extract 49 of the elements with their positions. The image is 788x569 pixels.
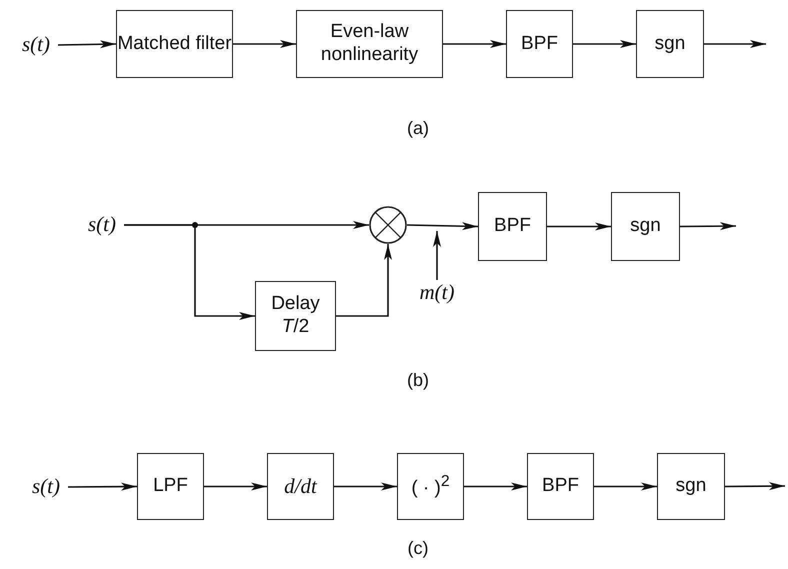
block-label: BPF xyxy=(494,215,531,238)
block-label: Matched filter xyxy=(117,32,232,56)
block-box xyxy=(657,453,725,520)
block-label: sgn xyxy=(630,215,661,238)
block-box xyxy=(137,453,204,520)
multiplier-circle xyxy=(369,206,407,244)
arrow xyxy=(233,40,296,48)
block-box xyxy=(611,192,680,261)
arrow xyxy=(58,40,116,48)
arrow xyxy=(443,40,506,48)
block-box xyxy=(116,10,233,78)
arrow xyxy=(68,482,137,491)
block-box xyxy=(255,281,336,351)
arrow xyxy=(204,482,267,490)
block-label: sgn xyxy=(654,32,686,56)
signal-label: s(t) xyxy=(88,212,116,238)
arrow xyxy=(406,222,478,230)
signal-label: s(t) xyxy=(32,474,60,500)
panel-label: (c) xyxy=(408,538,428,559)
block-box xyxy=(397,453,464,520)
arrow xyxy=(573,40,636,48)
arrow xyxy=(336,244,392,317)
block-box xyxy=(636,10,704,78)
block-label: ( · )$^{2}$ xyxy=(411,472,450,500)
block-box xyxy=(527,453,594,520)
panel-label: (b) xyxy=(407,370,429,391)
panel-label: (a) xyxy=(407,118,429,139)
signal-label: s(t) xyxy=(22,32,50,58)
arrow xyxy=(704,40,766,48)
block-label: BPF xyxy=(542,475,579,498)
arrow xyxy=(464,482,527,490)
arrow xyxy=(334,482,397,490)
block-label: BPF xyxy=(521,32,558,56)
block-label: Delay T/2 xyxy=(270,293,321,339)
block-label: sgn xyxy=(676,475,706,498)
arrow xyxy=(680,222,736,230)
arrow xyxy=(547,222,611,230)
block-box xyxy=(296,10,443,78)
block-box xyxy=(267,453,334,520)
signal-label: m(t) xyxy=(420,280,454,306)
block-label: d/dt xyxy=(284,474,317,500)
arrow xyxy=(725,482,785,490)
arrow xyxy=(433,231,441,280)
block-label: Even-law nonlinearity xyxy=(320,21,420,67)
block-box xyxy=(478,192,547,261)
arrow xyxy=(594,482,657,490)
block-label: LPF xyxy=(153,475,188,498)
block-box xyxy=(506,10,573,78)
arrow xyxy=(124,224,255,320)
